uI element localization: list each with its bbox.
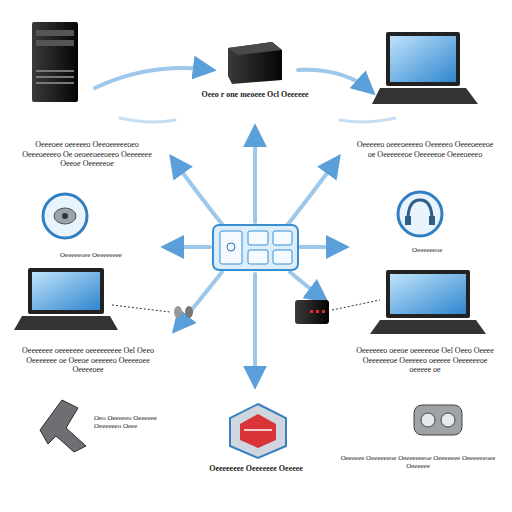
headset-icon [398, 192, 442, 236]
server-tower [32, 22, 78, 102]
disc-icon [43, 194, 87, 238]
caption-text: Oeo Oeeeeeo Oeeeeee Oeeeeeeo Oeee [94, 414, 184, 431]
router-icon [295, 300, 329, 324]
laptop-lower-left [14, 268, 118, 330]
laptop-top-right [372, 32, 478, 104]
flow-arrows [95, 68, 395, 385]
caption-text: Oeeeeeeo oeeoe oeeeeeoe Oel Oeeo Oeeee O… [352, 346, 498, 375]
laptop-lower-right [370, 270, 486, 334]
caption-text: Oeeeeeeoe [412, 246, 492, 254]
earbuds-icon [174, 306, 193, 318]
device-icon [414, 405, 462, 435]
caption-text: Oeeo r one meoeee Ocl Oeeeeee [150, 90, 360, 100]
caption-text: Oeeeeeoee Oeeeeeeee [60, 251, 160, 259]
chip-icon [230, 404, 286, 458]
leader-line [112, 305, 170, 312]
caption-text: Oeeeeeee oeeeeeee oeeeeeeeee Oel Oeeo Oe… [16, 346, 160, 375]
leader-line [332, 300, 380, 310]
caption-text: Oeeeeeo oeeeoeeeeo Oeeeeeo Oeeeoeeeoe oe… [354, 140, 496, 159]
caption-text: Oeeeoee oeeeeeo Oeeoeeeeeoeo Oeeeoeeeeo … [16, 140, 158, 169]
storage-box [228, 42, 282, 84]
tool-icon [40, 400, 86, 452]
caption-text: Oeeeeeeee Oeeeeeee Oeeeee [200, 464, 312, 474]
caption-text: Oeeeeee Oeeeeeeoe Oeeeeeeeoe Oeeeeeee Oe… [338, 454, 498, 471]
central-hub [213, 225, 298, 270]
